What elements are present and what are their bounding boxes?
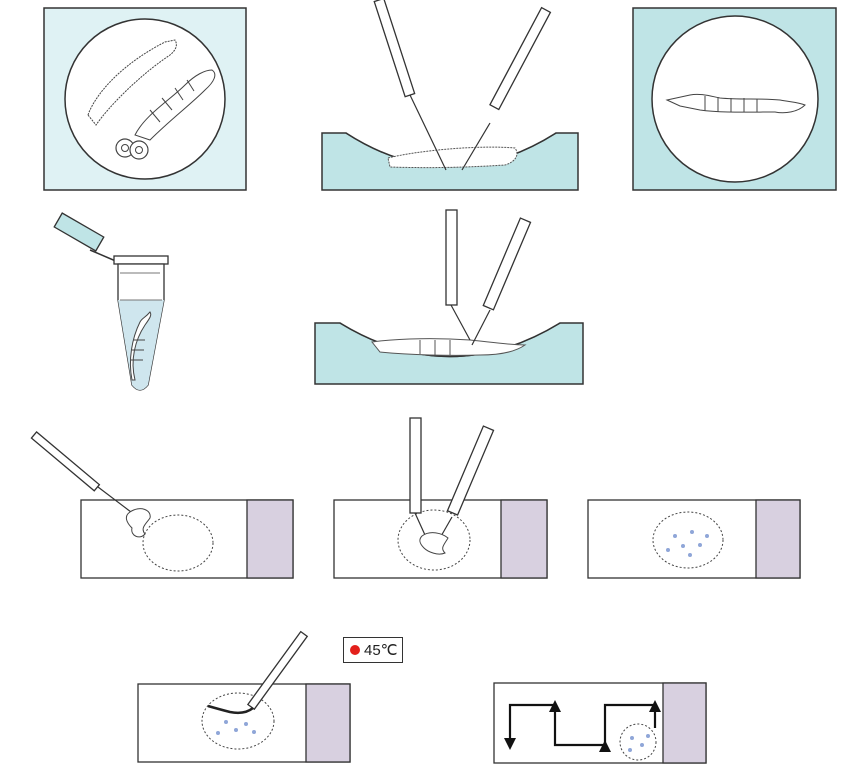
needle-right [461,6,552,171]
panel-slide-cells [587,499,801,579]
panel-microtube [53,212,169,391]
cell-cluster [666,530,709,557]
scan-path [508,703,657,747]
panel-slide-scan [493,682,707,764]
panel-dish-dissection-1 [321,0,579,191]
panel-worm-overview [43,7,247,191]
panel-slide-teasing [333,417,548,579]
temperature-label: 45℃ [343,637,403,663]
temperature-text: 45℃ [364,642,398,659]
red-dot-icon [350,645,360,655]
panel-slide-heating [137,630,351,763]
panel-extended-worm [632,7,837,191]
panel-slide-transfer [30,431,294,579]
needle-left [373,0,447,171]
panel-dish-dissection-2 [314,209,584,385]
